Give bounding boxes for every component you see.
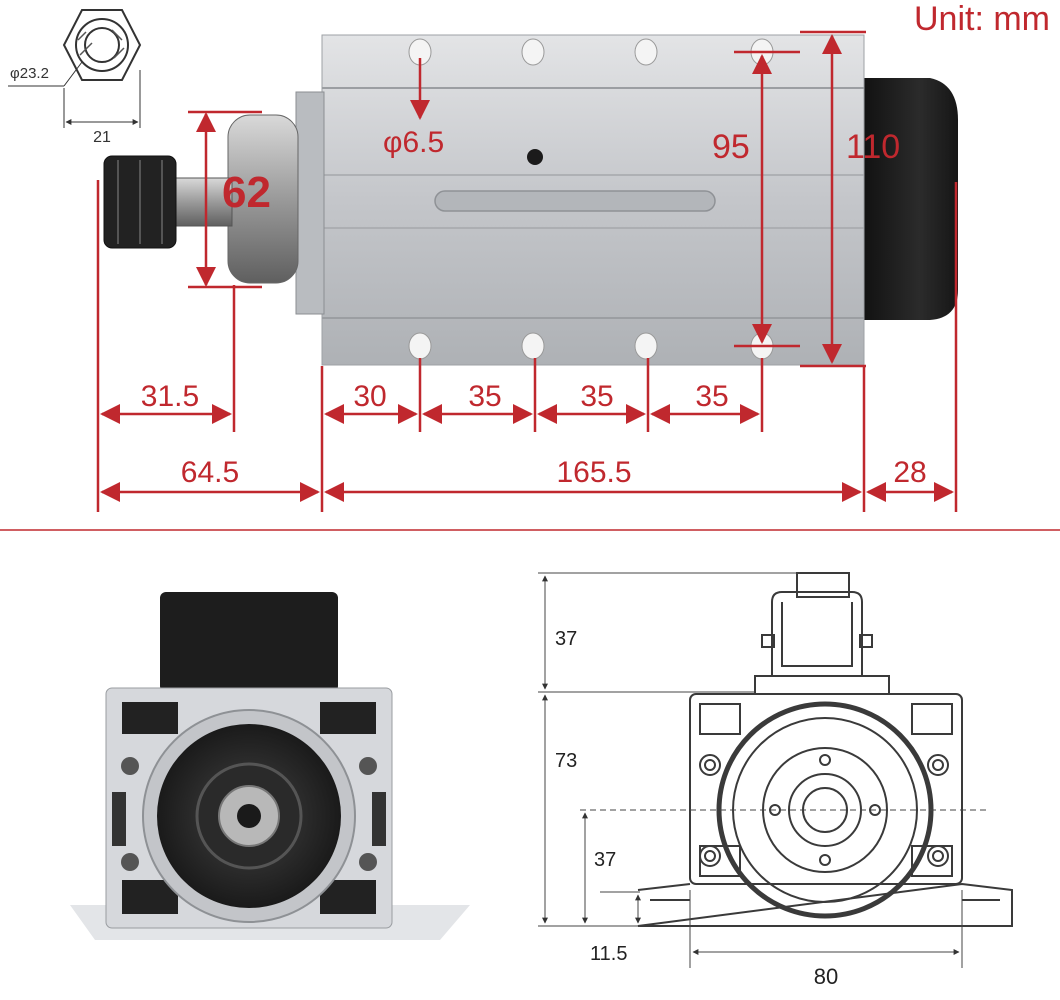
dim-row1-label: 35	[468, 380, 501, 413]
nut-detail: φ23.2 21	[8, 9, 142, 146]
front-drawing-labels: 37 73 37 11.5 80	[555, 628, 838, 989]
flange-diameter-label: 62	[222, 168, 271, 217]
spindle-front-photo	[70, 592, 470, 940]
dim-row2-label: 28	[893, 456, 926, 489]
unit-label: Unit: mm	[914, 0, 1050, 38]
hole-spacing-height-label: 95	[712, 128, 750, 166]
front-flange	[295, 91, 325, 315]
cap-height-label: 37	[555, 628, 577, 650]
width-label: 80	[814, 964, 838, 989]
nut-diameter-label: φ23.2	[10, 65, 49, 82]
body-height-label: 73	[555, 750, 577, 772]
spindle-side-view	[103, 34, 958, 366]
nut-width-label: 21	[93, 129, 111, 146]
dim-row2-label: 64.5	[181, 456, 239, 489]
side-view-dimensions	[96, 30, 958, 512]
body-height-label: 110	[846, 128, 900, 166]
dim-row2-label: 165.5	[556, 456, 631, 489]
dim-row1-label: 31.5	[141, 380, 199, 413]
dim-row1-label: 35	[695, 380, 728, 413]
dim-row1-label: 35	[580, 380, 613, 413]
axis-height-label: 37	[594, 849, 616, 871]
hole-diameter-label: φ6.5	[383, 126, 444, 159]
front-technical-drawing	[637, 572, 1013, 927]
base-height-label: 11.5	[590, 943, 627, 965]
motor-end-cap	[862, 78, 958, 320]
bottom-mounting-holes	[408, 332, 774, 360]
front-drawing-dimensions	[538, 572, 990, 968]
dim-row1-label: 30	[353, 380, 386, 413]
side-view-labels: φ6.5 62 95 110 31.5 30 35 35 35 64.5 165…	[141, 126, 927, 489]
body-slot	[434, 190, 716, 212]
front-cap	[160, 592, 338, 692]
